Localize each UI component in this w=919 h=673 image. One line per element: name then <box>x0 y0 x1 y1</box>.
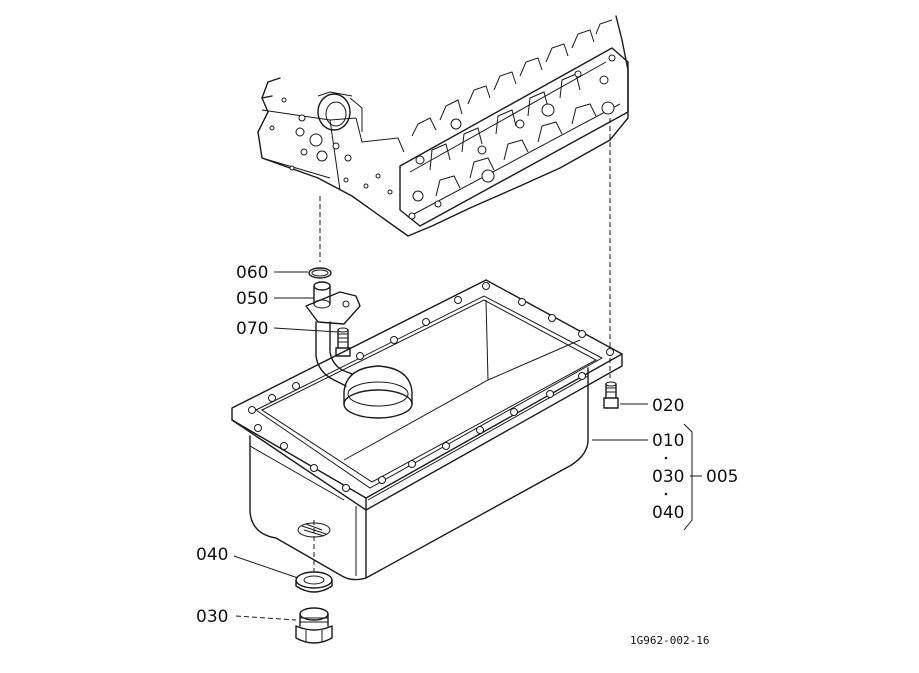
assembly-lines <box>313 118 611 572</box>
leader-lines <box>233 271 702 621</box>
callout-060: 060 <box>236 263 268 283</box>
callout-020: 020 <box>652 396 684 416</box>
callout-labels: 060 050 070 020 010 030 040 005 040 030 <box>196 263 738 627</box>
o-ring-060 <box>308 267 332 279</box>
callout-010: 010 <box>652 431 684 451</box>
engine-block <box>257 15 629 237</box>
callout-040-left: 040 <box>196 545 228 565</box>
bolt-070 <box>335 327 351 357</box>
oil-strainer-050 <box>305 281 413 419</box>
crankcase-webs <box>411 19 613 197</box>
drain-plug-030 <box>295 607 333 644</box>
bolt-020 <box>603 381 619 409</box>
callout-030-right: 030 <box>652 467 684 487</box>
callout-030-left: 030 <box>196 607 228 627</box>
oil-pan-010 <box>231 279 623 581</box>
callout-040-right: 040 <box>652 503 684 523</box>
callout-005: 005 <box>706 467 738 487</box>
flange-bolt-holes <box>248 282 614 492</box>
callout-070: 070 <box>236 319 268 339</box>
reference-code: 1G962-002-16 <box>630 634 709 647</box>
callout-050: 050 <box>236 289 268 309</box>
gasket-040 <box>295 571 333 593</box>
